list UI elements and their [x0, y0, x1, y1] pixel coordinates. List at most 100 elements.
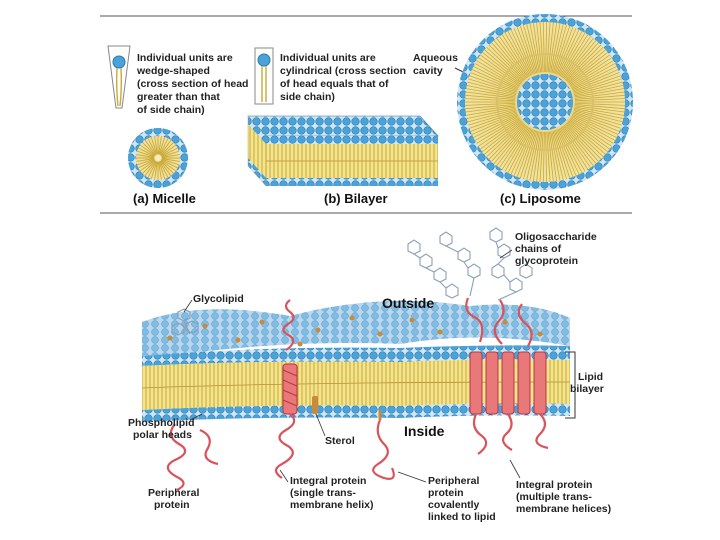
svg-text:Peripheral: Peripheral: [148, 487, 199, 499]
sterol-label: Sterol: [325, 435, 355, 447]
outside-label: Outside: [382, 295, 434, 311]
svg-text:covalently: covalently: [428, 499, 480, 511]
bilayer-note-line3: of head equals that of: [280, 78, 389, 90]
svg-text:Peripheral: Peripheral: [428, 475, 479, 487]
svg-text:Outside: Outside: [382, 295, 434, 311]
caption-c-letter: (c): [500, 191, 516, 206]
svg-text:(b) Bilayer: (b) Bilayer: [324, 191, 388, 206]
svg-text:bilayer: bilayer: [570, 383, 604, 395]
svg-text:Individual units are: Individual units are: [137, 52, 233, 64]
svg-text:membrane helices): membrane helices): [516, 503, 611, 515]
bilayer-note-line2: cylindrical (cross section: [280, 65, 406, 77]
sterol-leader: [315, 413, 326, 437]
svg-text:of head equals that of: of head equals that of: [280, 78, 389, 90]
peripheral-protein: [166, 423, 219, 491]
integral-single-leader: [279, 469, 289, 483]
inside-label: Inside: [404, 423, 445, 439]
svg-text:Phospholipid: Phospholipid: [128, 417, 195, 429]
caption-b-letter: (b): [324, 191, 341, 206]
svg-text:Aqueous: Aqueous: [413, 52, 458, 64]
svg-text:polar heads: polar heads: [133, 429, 192, 441]
glycolipid-label: Glycolipid: [193, 293, 244, 305]
svg-text:protein: protein: [154, 499, 190, 511]
svg-text:linked to lipid: linked to lipid: [428, 511, 496, 523]
svg-text:Sterol: Sterol: [325, 435, 355, 447]
svg-text:Lipid: Lipid: [578, 371, 603, 383]
caption-micelle: Micelle: [153, 191, 196, 206]
peripheral-covalent-line3: covalently: [428, 499, 480, 511]
caption-bilayer: Bilayer: [344, 191, 387, 206]
oligosaccharide-line1: Oligosaccharide: [515, 231, 597, 243]
caption-a-letter: (a): [133, 191, 149, 206]
integral-single-line3: membrane helix): [290, 499, 373, 511]
oligosaccharide-line3: glycoprotein: [515, 255, 578, 267]
micelle-note-line5: of side chain): [137, 104, 205, 116]
peripheral-covalent-leader: [397, 471, 427, 483]
phospholipid-line2: polar heads: [133, 429, 192, 441]
sterol-molecule: [312, 396, 318, 414]
svg-text:(a) Micelle: (a) Micelle: [133, 191, 196, 206]
peripheral-protein-covalent: [372, 410, 395, 480]
integral-single-line2: (single trans-: [290, 487, 356, 499]
peripheral-covalent-line2: protein: [428, 487, 464, 499]
phospholipid-leader: [189, 413, 203, 421]
micelle-note-line4: greater than that: [137, 91, 220, 103]
svg-text:glycoprotein: glycoprotein: [515, 255, 578, 267]
svg-text:cavity: cavity: [413, 65, 443, 77]
svg-text:Glycolipid: Glycolipid: [193, 293, 244, 305]
aqueous-label-line2: cavity: [413, 65, 443, 77]
micelle-note-line3: (cross section of head: [137, 78, 248, 90]
svg-text:greater than that: greater than that: [137, 91, 220, 103]
svg-text:protein: protein: [428, 487, 464, 499]
aqueous-label-line1: Aqueous: [413, 52, 458, 64]
integral-multi-line1: Integral protein: [516, 479, 592, 491]
glycolipid-chain: [171, 308, 199, 336]
svg-text:(cross section of head: (cross section of head: [137, 78, 248, 90]
integral-multi-line2: (multiple trans-: [516, 491, 592, 503]
svg-text:Inside: Inside: [404, 423, 445, 439]
bilayer-block-illustration: [247, 115, 439, 187]
svg-text:cylindrical (cross section: cylindrical (cross section: [280, 65, 406, 77]
oligo-leader: [499, 249, 513, 259]
integral-protein-single: [274, 299, 298, 479]
micelle-note-line2: wedge-shaped: [136, 65, 210, 77]
oligosaccharide-line2: chains of: [515, 243, 562, 255]
integral-multi-line3: membrane helices): [516, 503, 611, 515]
svg-text:of side chain): of side chain): [137, 104, 205, 116]
wedge-unit-icon: [107, 45, 131, 109]
svg-text:Integral protein: Integral protein: [516, 479, 592, 491]
liposome-illustration: [457, 14, 633, 190]
oligosaccharide-chains: [407, 227, 533, 301]
lipid-bilayer-line2: bilayer: [570, 383, 604, 395]
micelle-illustration: [128, 128, 188, 188]
integral-protein-multiple: [465, 297, 549, 455]
svg-text:membrane helix): membrane helix): [290, 499, 373, 511]
surface-particles: [167, 315, 543, 347]
micelle-note-line1: Individual units are: [137, 52, 233, 64]
peripheral-protein-line1: Peripheral: [148, 487, 199, 499]
svg-text:Integral protein: Integral protein: [290, 475, 366, 487]
svg-text:(single trans-: (single trans-: [290, 487, 356, 499]
bilayer-note-line1: Individual units are: [280, 52, 376, 64]
lipid-bilayer-bracket: [565, 351, 576, 419]
peripheral-protein-line2: protein: [154, 499, 190, 511]
cylinder-unit-icon: [254, 47, 274, 105]
svg-text:side chain): side chain): [280, 91, 335, 103]
integral-multi-leader: [509, 459, 521, 479]
peripheral-covalent-line4: linked to lipid: [428, 511, 496, 523]
svg-text:Oligosaccharide: Oligosaccharide: [515, 231, 597, 243]
svg-text:chains of: chains of: [515, 243, 562, 255]
peripheral-covalent-line1: Peripheral: [428, 475, 479, 487]
svg-text:Individual units are: Individual units are: [280, 52, 376, 64]
integral-single-line1: Integral protein: [290, 475, 366, 487]
bilayer-note-line4: side chain): [280, 91, 335, 103]
caption-liposome: Liposome: [520, 191, 581, 206]
svg-text:(c) Liposome: (c) Liposome: [500, 191, 581, 206]
phospholipid-line1: Phospholipid: [128, 417, 195, 429]
cell-membrane-illustration: [141, 300, 571, 422]
svg-text:(multiple trans-: (multiple trans-: [516, 491, 592, 503]
lipid-bilayer-line1: Lipid: [578, 371, 603, 383]
svg-text:wedge-shaped: wedge-shaped: [136, 65, 210, 77]
glycolipid-leader: [183, 299, 193, 313]
